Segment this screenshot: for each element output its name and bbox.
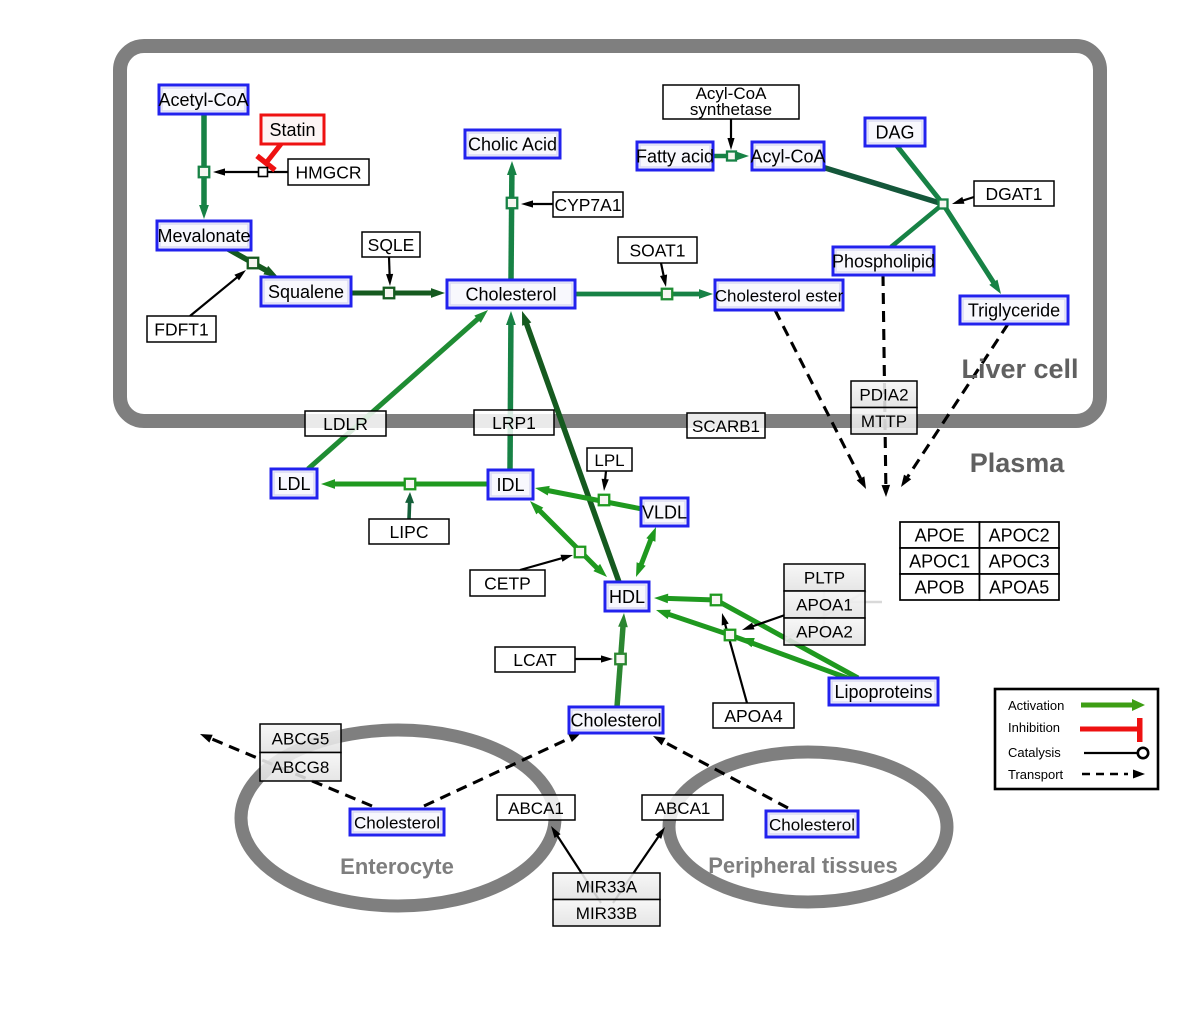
svg-text:Plasma: Plasma <box>970 448 1066 478</box>
svg-text:LIPC: LIPC <box>390 522 429 542</box>
svg-text:Liver cell: Liver cell <box>961 354 1078 384</box>
svg-text:Transport: Transport <box>1008 767 1064 782</box>
svg-text:SCARB1: SCARB1 <box>692 417 760 436</box>
svg-text:APOC2: APOC2 <box>989 526 1050 546</box>
svg-text:HMGCR: HMGCR <box>295 163 361 183</box>
svg-text:Cholesterol: Cholesterol <box>769 816 855 835</box>
svg-text:Cholesterol: Cholesterol <box>354 814 440 833</box>
svg-text:Activation: Activation <box>1008 698 1064 713</box>
svg-text:ABCG8: ABCG8 <box>272 758 330 777</box>
svg-text:ABCA1: ABCA1 <box>508 799 564 818</box>
svg-text:Catalysis: Catalysis <box>1008 745 1061 760</box>
svg-text:FDFT1: FDFT1 <box>154 320 208 340</box>
svg-text:MIR33B: MIR33B <box>576 904 637 923</box>
svg-text:CYP7A1: CYP7A1 <box>554 195 621 215</box>
svg-text:Squalene: Squalene <box>268 282 344 302</box>
svg-text:Phospholipid: Phospholipid <box>832 252 935 272</box>
svg-text:Statin: Statin <box>269 120 315 140</box>
svg-text:APOC1: APOC1 <box>909 552 970 572</box>
svg-text:Triglyceride: Triglyceride <box>968 301 1060 321</box>
svg-text:APOA1: APOA1 <box>796 596 853 615</box>
svg-text:APOC3: APOC3 <box>989 552 1050 572</box>
svg-text:VLDL: VLDL <box>642 503 687 523</box>
svg-text:Acyl-CoA: Acyl-CoA <box>696 84 768 103</box>
svg-text:Cholesterol: Cholesterol <box>465 285 556 305</box>
svg-text:LCAT: LCAT <box>513 650 557 670</box>
svg-text:LDLR: LDLR <box>323 414 368 434</box>
svg-text:PDIA2: PDIA2 <box>859 385 908 404</box>
svg-text:LDL: LDL <box>277 474 310 494</box>
svg-text:SOAT1: SOAT1 <box>629 241 685 261</box>
svg-text:SQLE: SQLE <box>368 235 415 255</box>
svg-text:Cholesterol: Cholesterol <box>570 711 661 731</box>
svg-text:HDL: HDL <box>609 587 645 607</box>
svg-text:Acetyl-CoA: Acetyl-CoA <box>158 90 248 110</box>
svg-text:APOA4: APOA4 <box>724 706 783 726</box>
svg-text:APOA2: APOA2 <box>796 623 853 642</box>
svg-text:ABCG5: ABCG5 <box>272 729 330 748</box>
svg-text:APOB: APOB <box>915 578 965 598</box>
svg-text:Inhibition: Inhibition <box>1008 720 1060 735</box>
svg-text:ABCA1: ABCA1 <box>655 799 711 818</box>
svg-text:APOA5: APOA5 <box>989 578 1049 598</box>
svg-text:Peripheral tissues: Peripheral tissues <box>708 853 898 878</box>
svg-text:APOE: APOE <box>915 526 965 546</box>
svg-text:synthetase: synthetase <box>690 100 772 119</box>
svg-text:Acyl-CoA: Acyl-CoA <box>750 147 825 167</box>
svg-text:PLTP: PLTP <box>804 569 845 588</box>
svg-text:DAG: DAG <box>875 123 914 143</box>
svg-text:Cholic Acid: Cholic Acid <box>468 135 557 155</box>
svg-text:Cholesterol ester: Cholesterol ester <box>715 287 844 306</box>
svg-text:IDL: IDL <box>496 475 524 495</box>
svg-text:Lipoproteins: Lipoproteins <box>834 682 932 702</box>
svg-text:MIR33A: MIR33A <box>576 877 638 896</box>
svg-text:LRP1: LRP1 <box>492 413 536 433</box>
svg-text:DGAT1: DGAT1 <box>985 184 1042 204</box>
svg-text:MTTP: MTTP <box>861 412 907 431</box>
svg-text:Enterocyte: Enterocyte <box>340 854 454 879</box>
svg-text:CETP: CETP <box>484 574 531 594</box>
svg-text:Mevalonate: Mevalonate <box>157 226 250 246</box>
svg-text:LPL: LPL <box>594 451 624 470</box>
svg-text:Fatty acid: Fatty acid <box>636 147 714 167</box>
